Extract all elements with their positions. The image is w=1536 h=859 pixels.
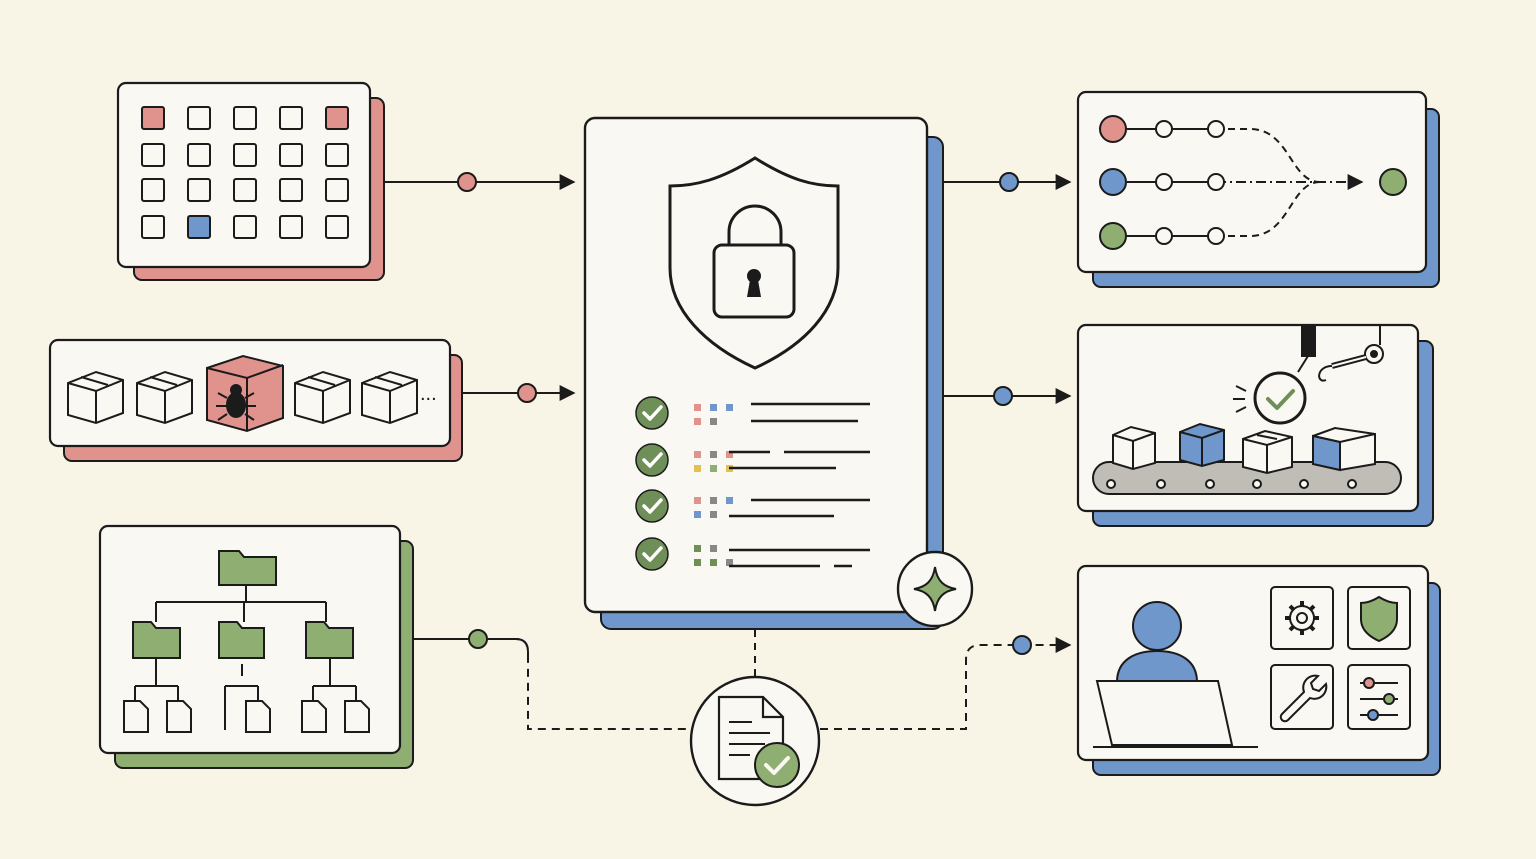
calendar-cell — [187, 178, 211, 202]
output-card-user-settings — [1076, 564, 1441, 776]
conveyor-inspection-icon — [1092, 325, 1402, 495]
calendar-cell — [141, 178, 165, 202]
input-card-folder-tree — [98, 524, 414, 769]
status-dot — [694, 497, 701, 504]
status-dot — [710, 404, 717, 411]
package-box-icon — [136, 370, 193, 425]
calendar-cell — [279, 143, 303, 167]
bug-icon — [216, 384, 256, 421]
checklist-item — [635, 396, 870, 430]
central-policy-card — [583, 116, 974, 630]
calendar-cell — [141, 215, 165, 239]
calendar-cell — [187, 106, 211, 130]
output-card-branch-merge — [1076, 90, 1440, 288]
check-circle-icon — [635, 489, 669, 523]
shield-icon — [1360, 595, 1398, 643]
calendar-cell — [233, 178, 257, 202]
package-box-icon — [361, 370, 418, 425]
calendar-cell — [279, 178, 303, 202]
package-box-icon — [294, 370, 351, 425]
security-checklist — [635, 396, 870, 571]
input-connectors — [384, 172, 690, 730]
status-dot — [710, 497, 717, 504]
calendar-grid-icon — [141, 106, 349, 239]
status-dot — [694, 451, 701, 458]
check-circle-icon — [635, 396, 669, 430]
status-dot — [694, 511, 701, 518]
status-dot — [726, 497, 733, 504]
folder-tree-icon — [123, 550, 370, 733]
output-connectors — [820, 172, 1072, 730]
calendar-cell — [141, 143, 165, 167]
checklist-item — [635, 537, 870, 571]
output-card-conveyor — [1076, 323, 1434, 527]
status-dot — [726, 404, 733, 411]
overflow-ellipsis: ... — [420, 383, 437, 405]
calendar-cell — [141, 106, 165, 130]
sliders-icon — [1360, 677, 1398, 721]
package-bug-icon — [67, 354, 418, 433]
status-dot — [726, 559, 733, 566]
calendar-cell — [233, 143, 257, 167]
status-dot — [710, 418, 717, 425]
calendar-cell — [279, 106, 303, 130]
branch-merge-icon — [1099, 115, 1407, 250]
status-dot — [694, 404, 701, 411]
calendar-cell — [279, 215, 303, 239]
input-card-calendar — [116, 81, 385, 281]
calendar-cell — [187, 215, 211, 239]
calendar-cell — [233, 106, 257, 130]
status-dot — [710, 451, 717, 458]
shield-lock-icon — [668, 156, 840, 370]
status-dot — [710, 511, 717, 518]
status-dot — [710, 465, 717, 472]
checklist-item — [635, 443, 870, 477]
calendar-cell — [187, 143, 211, 167]
calendar-cell — [325, 106, 349, 130]
calendar-cell — [325, 178, 349, 202]
status-dot — [694, 559, 701, 566]
sparkle-icon — [913, 566, 957, 612]
status-dot — [694, 418, 701, 425]
status-dot — [726, 451, 733, 458]
calendar-cell — [325, 215, 349, 239]
wrench-icon — [1279, 674, 1328, 723]
status-dot — [694, 545, 701, 552]
infected-package-icon — [206, 354, 284, 433]
input-card-packages: ... — [48, 338, 463, 462]
gear-icon — [1285, 601, 1319, 635]
status-dot — [694, 465, 701, 472]
calendar-cell — [233, 215, 257, 239]
document-check-icon — [717, 695, 800, 788]
checklist-item — [635, 489, 870, 523]
check-circle-icon — [635, 537, 669, 571]
verified-document-node — [689, 630, 821, 807]
check-circle-icon — [635, 443, 669, 477]
status-dot — [710, 545, 717, 552]
user-settings-icon — [1093, 586, 1411, 748]
package-box-icon — [67, 370, 124, 425]
calendar-cell — [325, 143, 349, 167]
sparkle-badge — [896, 550, 974, 628]
status-dot — [710, 559, 717, 566]
